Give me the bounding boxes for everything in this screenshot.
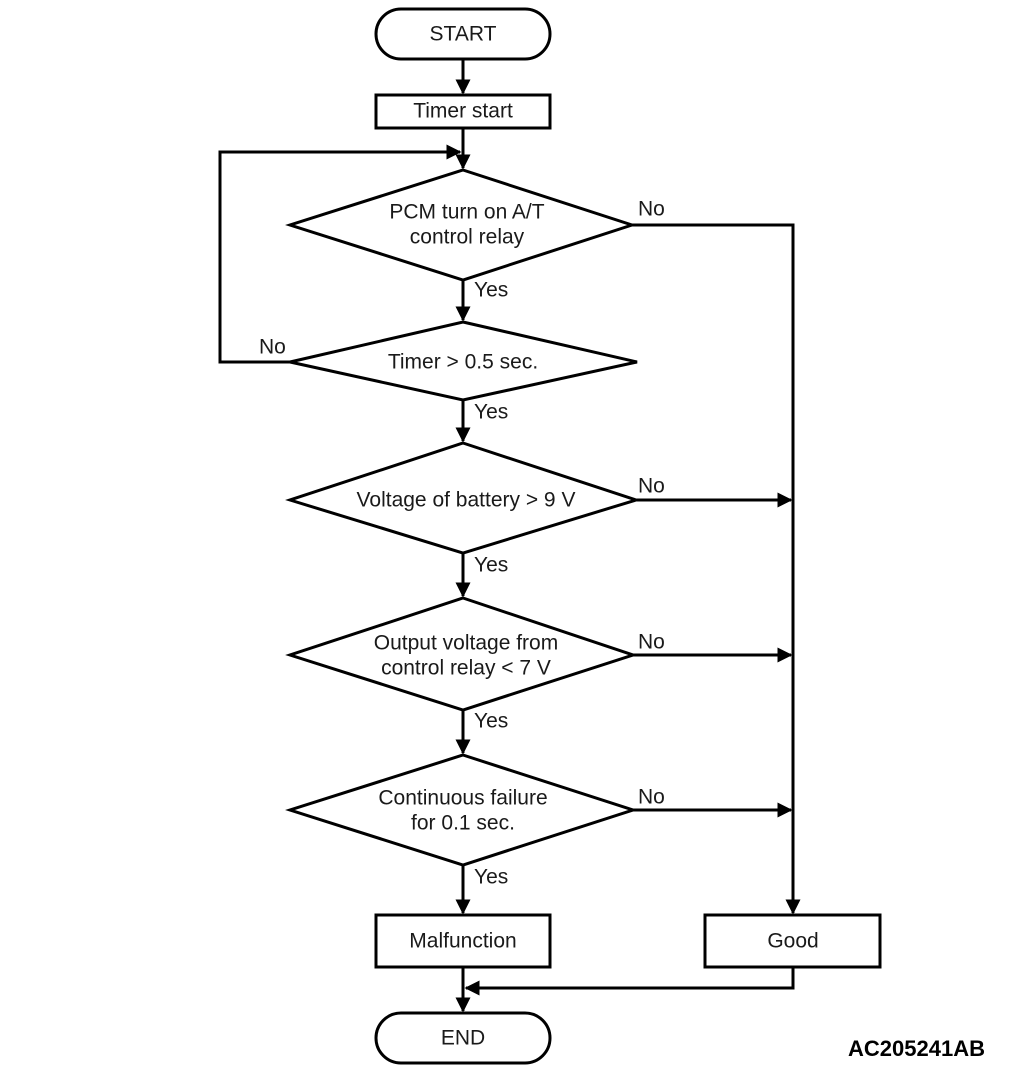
start-label: START <box>430 23 497 46</box>
good-label: Good <box>767 930 818 953</box>
decision-timer-label: Timer > 0.5 sec. <box>388 351 538 374</box>
malfunction-label: Malfunction <box>409 930 516 953</box>
branch-label-output-no: No <box>638 631 665 654</box>
decision-battery-label: Voltage of battery > 9 V <box>357 489 576 512</box>
edge-good-to-end-merge <box>464 967 795 996</box>
decision-output-voltage-label-line1: Output voltage from <box>374 632 558 655</box>
branch-label-pcm-no: No <box>638 198 665 221</box>
node-end: END <box>374 1011 552 1065</box>
node-start: START <box>374 7 552 61</box>
decision-continuous-failure-label-line1: Continuous failure <box>378 787 547 810</box>
decision-pcm-label-line2: control relay <box>410 226 525 249</box>
branch-label-battery-yes: Yes <box>474 554 508 577</box>
node-decision-pcm: PCM turn on A/T control relay <box>285 168 637 282</box>
decision-output-voltage-label-line2: control relay < 7 V <box>381 657 551 680</box>
branch-label-battery-no: No <box>638 475 665 498</box>
node-decision-battery: Voltage of battery > 9 V <box>285 441 641 555</box>
malfunction-shape <box>374 913 552 969</box>
edge-pcm-no-to-rail <box>632 223 795 228</box>
node-timer-start: Timer start <box>374 93 552 130</box>
branch-label-failure-no: No <box>638 786 665 809</box>
diagram-code-label: AC205241AB <box>848 1036 985 1061</box>
branch-label-output-yes: Yes <box>474 710 508 733</box>
decision-continuous-failure-shape <box>285 753 638 867</box>
decision-pcm-label-line1: PCM turn on A/T <box>389 201 544 224</box>
good-shape <box>703 913 882 969</box>
branch-label-timer-no: No <box>259 336 286 359</box>
node-good: Good <box>703 913 882 969</box>
branch-label-pcm-yes: Yes <box>474 279 508 302</box>
branch-label-timer-yes: Yes <box>474 401 508 424</box>
node-decision-timer: Timer > 0.5 sec. <box>289 320 638 402</box>
timer-start-label: Timer start <box>413 100 513 123</box>
node-malfunction: Malfunction <box>374 913 552 969</box>
timer-start-shape <box>374 93 552 130</box>
node-decision-continuous-failure: Continuous failure for 0.1 sec. <box>285 753 638 867</box>
end-terminal-shape <box>374 1011 552 1065</box>
node-decision-output-voltage: Output voltage from control relay < 7 V <box>285 596 638 712</box>
end-label: END <box>441 1027 485 1050</box>
decision-continuous-failure-label-line2: for 0.1 sec. <box>411 812 515 835</box>
branch-label-failure-yes: Yes <box>474 866 508 889</box>
edge-timer-no-loopback <box>218 144 462 364</box>
